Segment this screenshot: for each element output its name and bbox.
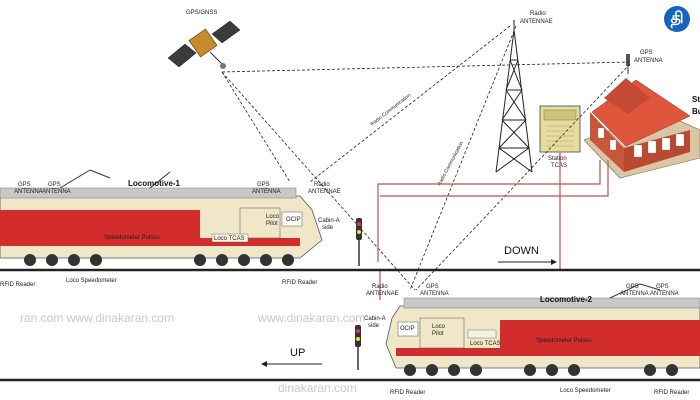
loco2-speedometer: Loco Speedometer	[560, 388, 611, 394]
radio-links	[221, 25, 631, 291]
up-direction-label: UP	[290, 347, 305, 359]
loco1-radio-label-line1: Radio	[314, 182, 330, 188]
loco2-radio-label-line2: ANTENNAE	[366, 291, 399, 297]
loco1-gps2-label-line2: ANTENNA	[42, 189, 71, 195]
loco2-gps3-label-line2: ANTENNA	[650, 291, 679, 297]
loco1-pilot-label-line2: Pilot	[266, 221, 278, 227]
station-building-label-line1: St	[692, 95, 700, 104]
loco2-rfid-left: RFID Reader	[390, 390, 425, 396]
loco2-speedometer-pulses: Speedometer Pulses	[536, 338, 592, 344]
satellite-label: GPS/GNSS	[186, 10, 217, 16]
loco1-gps2-label-line1: GPS	[48, 182, 61, 188]
station-tcas-label-line2: TCAS	[551, 163, 567, 169]
watermark-text-1: ran.com www.dinakaran.com	[20, 311, 174, 325]
loco2-radio-label-line1: Radio	[372, 284, 388, 290]
loco1-title: Locomotive-1	[128, 179, 181, 188]
loco1-cabin-label-line2: side	[322, 225, 334, 231]
satellite-icon	[167, 20, 241, 69]
radio-tower-icon	[495, 20, 533, 173]
loco2-gps2-label-line1: GPS	[626, 284, 639, 290]
loco1-ocip-label: OCIP	[286, 217, 301, 223]
loco1-gps3-label-line2: ANTENNA	[252, 189, 281, 195]
locomotive-1	[0, 169, 323, 266]
signal-post-icon	[355, 325, 361, 370]
station-building-label-line2: Bu	[692, 107, 700, 116]
locomotive-2	[385, 283, 700, 376]
station-cable-links	[377, 152, 609, 300]
watermark-text-2: www.dinakaran.com	[257, 311, 365, 325]
loco1-gps3-label-line1: GPS	[257, 182, 270, 188]
signal-post-icon	[356, 218, 362, 266]
loco1-gps-label-line1: GPS	[18, 182, 31, 188]
loco1-speedometer-pulses: Speedometer Pulses	[104, 235, 160, 241]
tower-label-line2: ANTENNAE	[520, 19, 553, 25]
loco2-gps-label-line2: ANTENNA	[420, 291, 449, 297]
loco1-speedometer: Loco Speedometer	[66, 278, 117, 284]
loco1-pilot-label-line1: Loco	[266, 214, 280, 220]
loco2-cabin-label-line1: Cabin-A	[364, 316, 386, 322]
loco2-pilot-label-line1: Loco	[432, 324, 446, 330]
loco1-rfid-left: RFID Reader	[0, 282, 35, 288]
loco1-tcas-label: Loco TCAS	[214, 236, 245, 242]
loco2-title: Locomotive-2	[540, 295, 593, 304]
loco2-gps2-label-line2: ANTENNA	[620, 291, 649, 297]
down-direction-label: DOWN	[504, 245, 539, 257]
loco2-rfid-right: RFID Reader	[654, 390, 689, 396]
station-building-icon	[583, 78, 700, 179]
loco2-gps3-label-line1: GPS	[656, 284, 669, 290]
brand-logo: தி	[664, 6, 690, 32]
loco2-pilot-label-line2: Pilot	[432, 331, 444, 337]
loco1-cabin-label-line1: Cabin-A	[318, 218, 340, 224]
loco1-radio-label-line2: ANTENNAE	[308, 189, 341, 195]
station-tcas-label-line1: Station	[548, 156, 567, 162]
radio-comm-label-1: Radio Communication	[370, 92, 413, 127]
tower-label-line1: Radio	[530, 11, 546, 17]
loco2-gps-label-line1: GPS	[426, 284, 439, 290]
loco2-ocip-label: OCIP	[400, 326, 415, 332]
loco2-tcas-label: Loco TCAS	[470, 341, 501, 347]
station-gps-label-line1: GPS	[640, 50, 653, 56]
radio-comm-label-2: Radio Communication	[436, 140, 464, 186]
loco1-rfid-right: RFID Reader	[282, 280, 317, 286]
station-gps-label-line2: ANTENNA	[634, 58, 663, 64]
station-gps-antenna-icon	[626, 54, 630, 74]
loco2-cabin-label-line2: side	[368, 323, 380, 329]
watermark-text-3: dinakaran.com	[278, 381, 357, 395]
station-tcas-unit	[539, 105, 581, 153]
loco1-gps-label-line2: ANTENNA	[14, 189, 43, 195]
